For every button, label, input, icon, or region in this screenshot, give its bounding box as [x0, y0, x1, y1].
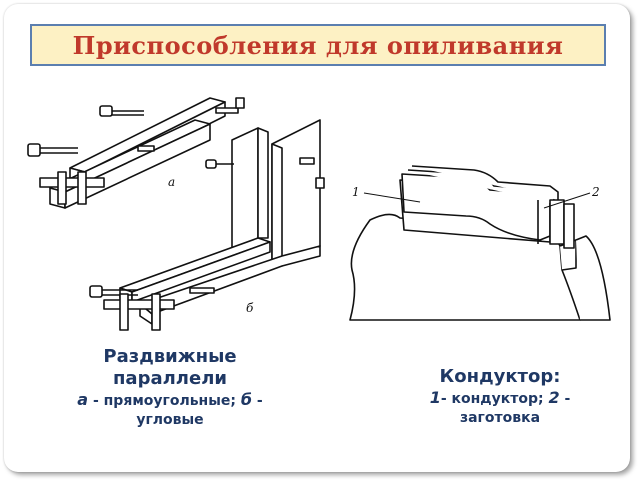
caption-text-1: - кондуктор; [440, 391, 549, 407]
jig-caption: Кондуктор: 1- кондуктор; 2 - заготовка [385, 366, 615, 428]
jig-label-1: 1 [352, 185, 360, 199]
slide-title: Приспособления для опиливания [72, 30, 564, 60]
vise-body-drawing [349, 213, 581, 321]
jig-caption-detail: 1- кондуктор; 2 - [385, 388, 615, 409]
rectangular-parallels-drawing: а [27, 97, 245, 209]
figure-label-a: а [168, 175, 175, 189]
title-box: Приспособления для опиливания [30, 24, 606, 66]
jig-caption-heading: Кондуктор: [439, 366, 561, 387]
parallels-illustration: а б [20, 90, 340, 340]
parallels-caption-line2: параллели [113, 368, 227, 389]
caption-letter-a: а [77, 390, 89, 409]
caption-num-1: 1 [429, 388, 441, 407]
caption-num-2: 2 [548, 388, 560, 407]
figure-label-b: б [246, 301, 254, 315]
jig-illustration: 1 2 [340, 160, 620, 330]
parallels-caption: Раздвижные параллели а - прямоугольные; … [40, 346, 300, 430]
angular-parallels-drawing: б [89, 119, 325, 331]
jig-label-2: 2 [591, 185, 600, 199]
parallels-caption-detail-2: угловые [136, 412, 204, 428]
parallels-caption-line1: Раздвижные [103, 346, 237, 367]
parallels-caption-detail: а - прямоугольные; б - [40, 390, 300, 411]
jig-caption-detail-2: заготовка [459, 410, 541, 426]
caption-text-a: - прямоугольные; [88, 393, 241, 409]
caption-letter-b: б [240, 390, 253, 409]
caption-text-2: - [559, 391, 571, 407]
caption-text-b: - [252, 393, 263, 409]
